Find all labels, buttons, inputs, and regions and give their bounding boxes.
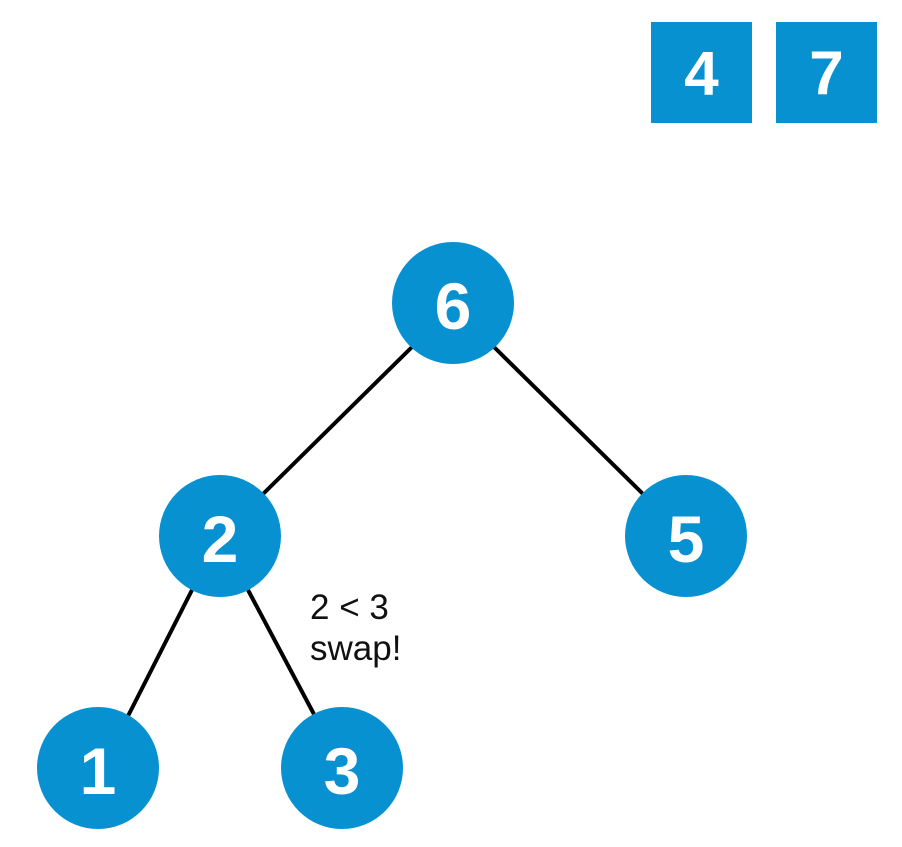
node-left-left: 1 (37, 707, 159, 829)
edge-root-left (260, 345, 414, 497)
node-root-label: 6 (435, 269, 472, 343)
array-box-0-label: 4 (684, 40, 719, 109)
node-right-label: 5 (668, 502, 705, 576)
array-box-1: 7 (776, 22, 877, 123)
annotation-comparison: 2 < 3 (310, 588, 389, 627)
annotation-swap: swap! (310, 629, 401, 668)
swap-annotation: 2 < 3 swap! (310, 588, 401, 668)
node-left: 2 (159, 475, 281, 597)
edge-left-leftright (246, 589, 318, 719)
edge-left-leftleft (125, 589, 194, 719)
tree-nodes: 6 2 5 1 3 (37, 242, 747, 829)
node-right: 5 (625, 475, 747, 597)
node-root: 6 (392, 242, 514, 364)
node-left-label: 2 (202, 502, 239, 576)
node-left-right-label: 3 (324, 734, 361, 808)
node-left-left-label: 1 (80, 734, 117, 808)
array-box-1-label: 7 (809, 40, 843, 109)
array-box-0: 4 (651, 22, 752, 123)
sorted-array: 4 7 (651, 22, 877, 123)
node-left-right: 3 (281, 707, 403, 829)
tree-edges (125, 345, 646, 719)
edge-root-right (492, 345, 646, 497)
